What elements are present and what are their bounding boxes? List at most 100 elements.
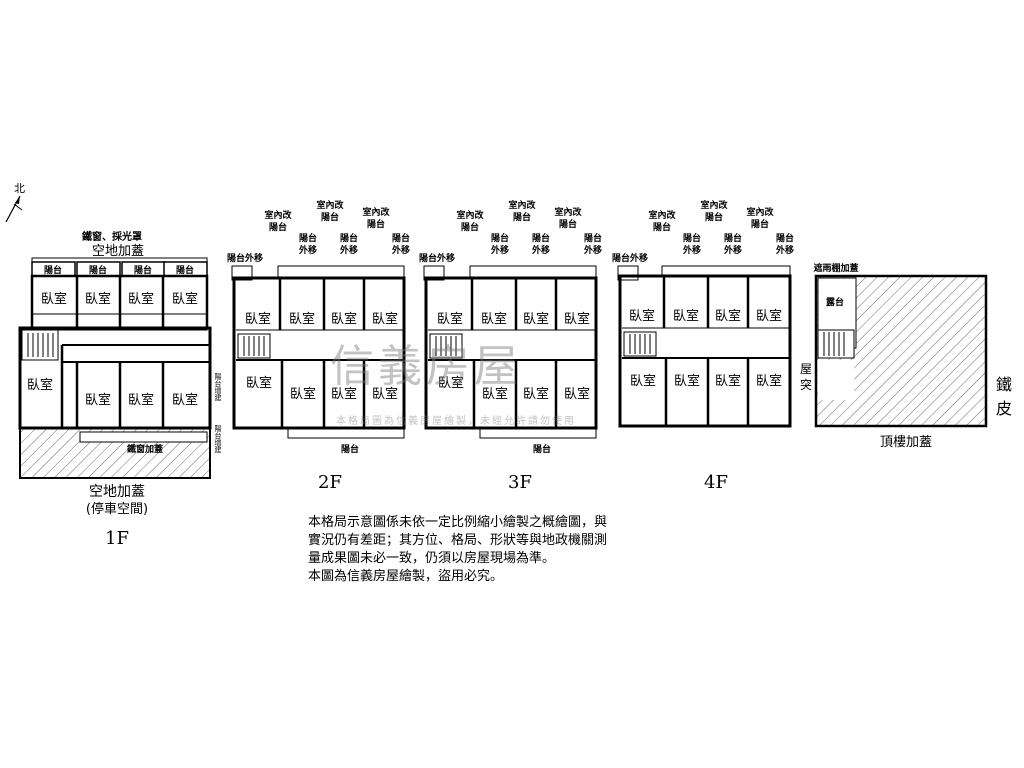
f1-floor-label: 1F (105, 528, 129, 549)
f1-bottom-sub: (停車空間) (86, 501, 148, 517)
f2-out-3a: 陽台 (392, 232, 410, 244)
f3-stair-icon (429, 333, 463, 359)
note-line-4: 本圖為信義房屋繪製，盜用必究。 (308, 569, 504, 584)
roof-stair-text-2: 突 (800, 377, 812, 392)
f4-out-2a: 陽台 (724, 232, 742, 244)
f4-room-8: 臥室 (756, 373, 782, 389)
f1-bottom-title: 空地加蓋 (89, 484, 145, 500)
f1-side-label-1: 陽台增建 (214, 372, 222, 402)
f4-floor-label: 4F (704, 472, 728, 493)
f4-indoor-1b: 陽台 (653, 221, 671, 233)
roof-iron-text-1: 鐵 (996, 375, 1012, 394)
f4-room-3: 臥室 (715, 308, 741, 324)
f4-stair-icon (623, 331, 657, 357)
f1-balcony-2: 陽台 (89, 264, 107, 276)
f2-indoor-2b: 陽台 (321, 211, 339, 223)
f3-out-2a: 陽台 (532, 232, 550, 244)
f2-indoor-2a: 室內改 (316, 199, 344, 211)
f1-top-note: 鐵窗、採光罩 (82, 230, 142, 243)
f1-balcony-4: 陽台 (176, 264, 194, 276)
f3-indoor-3a: 室內改 (554, 206, 582, 218)
floor-roof: 遮雨棚加蓋 露台 屋 突 鐵 皮 頂樓加蓋 (800, 262, 1012, 450)
f2-indoor-1a: 室內改 (264, 209, 292, 221)
f2-room-1: 臥室 (245, 311, 271, 327)
f3-floor-label: 3F (508, 472, 532, 493)
f2-room-2: 臥室 (289, 311, 315, 327)
f2-room-4: 臥室 (372, 311, 398, 327)
f3-indoor-2b: 陽台 (513, 211, 531, 223)
roof-terrace-label: 露台 (826, 296, 844, 308)
f1-room-7: 臥室 (128, 392, 154, 408)
roof-title: 頂樓加蓋 (880, 435, 932, 450)
f3-out-2b: 外移 (531, 244, 550, 256)
f2-room-5: 臥室 (246, 375, 272, 391)
f4-room-1: 臥室 (629, 308, 655, 324)
note-line-3: 量成果圖未必一致，仍須以房屋現場為準。 (308, 551, 556, 566)
f3-out-3b: 外移 (583, 244, 602, 256)
f4-room-6: 臥室 (674, 373, 700, 389)
f4-indoor-2b: 陽台 (705, 211, 723, 223)
f3-out-1b: 外移 (490, 244, 509, 256)
f1-top-title: 空地加蓋 (92, 244, 144, 259)
f2-out-2b: 外移 (339, 244, 358, 256)
f2-room-6: 臥室 (290, 386, 316, 402)
f3-indoor-1b: 陽台 (461, 221, 479, 233)
f2-room-3: 臥室 (331, 311, 357, 327)
f4-indoor-3a: 室內改 (746, 206, 774, 218)
f3-out-1a: 陽台 (491, 232, 509, 244)
f1-room-4: 臥室 (172, 291, 198, 307)
f3-indoor-3b: 陽台 (559, 218, 577, 230)
roof-stair-icon (817, 329, 855, 359)
f2-indoor-1b: 陽台 (269, 221, 287, 233)
f1-stair-icon (21, 329, 59, 361)
f3-indoor-1a: 室內改 (456, 209, 484, 221)
f3-room-3: 臥室 (523, 311, 549, 327)
f1-bottom-label: 鐵窗加蓋 (127, 443, 163, 455)
f4-ext-label: 陽台外移 (612, 252, 648, 264)
f2-out-3b: 外移 (391, 244, 410, 256)
f1-room-6: 臥室 (85, 392, 111, 408)
roof-stair-text-1: 屋 (800, 362, 812, 376)
f1-room-5: 臥室 (27, 377, 53, 393)
compass-label: 北 (14, 182, 25, 195)
f2-out-2a: 陽台 (340, 232, 358, 244)
f4-out-1a: 陽台 (683, 232, 701, 244)
f4-room-4: 臥室 (756, 308, 782, 324)
f2-balcony-bottom: 陽台 (341, 443, 359, 455)
f1-room-3: 臥室 (128, 291, 154, 307)
f1-balcony-3: 陽台 (134, 264, 152, 276)
floor-2f: 室內改 陽台 室內改 陽台 室內改 陽台 陽台 外移 陽台 外移 陽台 外移 陽… (227, 199, 410, 493)
f1-room-8: 臥室 (172, 392, 198, 408)
f3-out-3a: 陽台 (584, 232, 602, 244)
f1-balcony-1: 陽台 (44, 264, 62, 276)
f3-room-8: 臥室 (564, 386, 590, 402)
f2-indoor-3b: 陽台 (367, 218, 385, 230)
f2-floor-label: 2F (318, 472, 342, 493)
f3-indoor-2a: 室內改 (508, 199, 536, 211)
note-line-2: 實況仍有差距；其方位、格局、形狀等與地政機關測 (308, 533, 608, 548)
f3-room-7: 臥室 (523, 386, 549, 402)
roof-rain-label: 遮雨棚加蓋 (813, 262, 858, 274)
f3-ext-label: 陽台外移 (419, 252, 455, 264)
disclaimer-note: 本格局示意圖係未依一定比例縮小繪製之概繪圖，與 實況仍有差距；其方位、格局、形狀… (308, 514, 663, 586)
f3-room-6: 臥室 (482, 386, 508, 402)
f4-room-7: 臥室 (715, 373, 741, 389)
floor-1f: 鐵窗、採光罩 空地加蓋 陽台 陽台 陽台 陽台 (18, 230, 222, 549)
f4-out-2b: 外移 (723, 244, 742, 256)
f3-room-1: 臥室 (437, 311, 463, 327)
f4-out-3b: 外移 (775, 244, 794, 256)
f1-balcony-row: 陽台 陽台 陽台 陽台 (31, 261, 208, 277)
f4-indoor-2a: 室內改 (700, 199, 728, 211)
f4-room-2: 臥室 (673, 308, 699, 324)
compass-icon: 北 (5, 182, 25, 223)
f2-ext-label: 陽台外移 (227, 252, 263, 264)
f2-stair-icon (237, 333, 271, 359)
f3-room-2: 臥室 (481, 311, 507, 327)
floor-3f: 室內改 陽台 室內改 陽台 室內改 陽台 陽台 外移 陽台 外移 陽台 外移 陽… (419, 199, 602, 493)
floor-4f: 室內改 陽台 室內改 陽台 室內改 陽台 陽台 外移 陽台 外移 陽台 外移 陽… (612, 199, 794, 493)
f2-out-1a: 陽台 (299, 232, 317, 244)
f3-room-4: 臥室 (564, 311, 590, 327)
f2-room-8: 臥室 (372, 386, 398, 402)
f4-room-5: 臥室 (630, 373, 656, 389)
